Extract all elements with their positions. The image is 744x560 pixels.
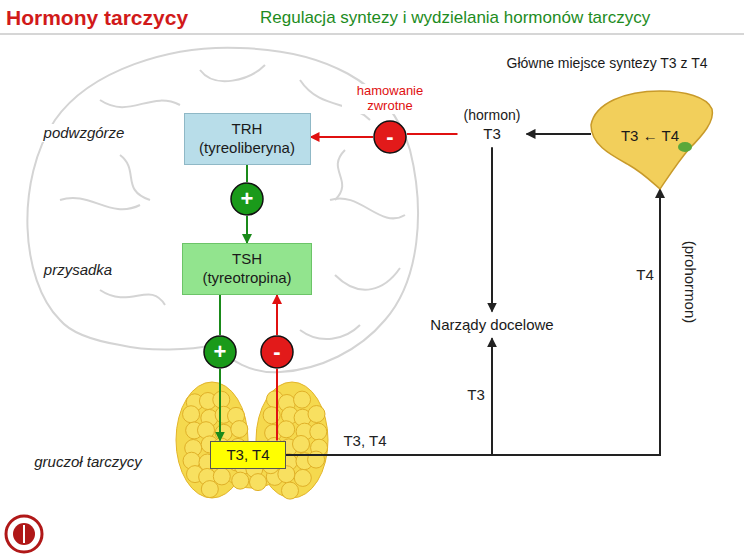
brain-gyrus	[330, 198, 405, 218]
thyroid-follicle	[308, 406, 325, 423]
gallbladder	[678, 142, 692, 152]
node-text: T3	[463, 125, 522, 144]
hormone-label: (hormon)T3	[458, 103, 527, 147]
node-text: TSH (tyreotropina)	[188, 250, 306, 288]
thyroid-follicle	[281, 482, 298, 499]
flow-label: (prohormon)	[681, 239, 699, 326]
university-logo	[6, 516, 42, 552]
connector-arrow	[527, 133, 592, 135]
connector-arrow	[276, 369, 278, 441]
connector-arrow	[219, 295, 221, 335]
connector-arrow	[407, 133, 458, 135]
circle-shape	[261, 336, 293, 368]
node-text: TRH (tyreoliberyna)	[190, 120, 305, 158]
connector-arrow	[311, 136, 374, 138]
thyroid-gland	[176, 382, 328, 499]
thyroid-follicle	[278, 421, 295, 438]
hormone-box: TRH (tyreoliberyna)	[184, 113, 311, 165]
region-label: podwzgórze	[42, 124, 127, 142]
brain-gyrus	[335, 150, 345, 200]
thyroid-follicle	[294, 391, 311, 408]
logo-ring	[6, 516, 42, 552]
thyroid-follicle	[232, 472, 249, 489]
thyroid-follicle	[213, 391, 230, 408]
flow-label: T3, T4	[341, 432, 388, 450]
node-text: Narządy docelowe	[430, 316, 555, 335]
logo-core	[13, 523, 35, 545]
thyroid-follicle	[308, 451, 325, 468]
connector-arrow	[286, 338, 492, 455]
node-text: T3, T4	[216, 446, 280, 465]
hormone-box: TSH (tyreotropina)	[182, 243, 312, 295]
circle-shape	[204, 336, 236, 368]
node-text: (hormon)	[463, 107, 522, 125]
target-organs: Narządy docelowe	[425, 312, 560, 339]
thyroid-follicle	[294, 469, 311, 486]
connector-arrow	[246, 216, 248, 243]
liver-shape	[591, 91, 712, 189]
node-text: T3 ← T4	[621, 127, 679, 144]
logo-rod	[23, 525, 25, 543]
edge-label: T3	[465, 386, 487, 404]
sign-symbol: -	[273, 341, 280, 363]
subtitle: Regulacja syntezy i wydzielania hormonów…	[258, 8, 652, 28]
circle-shape	[231, 183, 263, 215]
connector-arrow	[491, 147, 493, 311]
region-label: przysadka	[42, 261, 114, 279]
sign-symbol: +	[214, 341, 227, 363]
circle-shape	[374, 121, 406, 153]
region-label: gruczoł tarczycy	[32, 453, 144, 471]
thyroid-follicle	[310, 423, 327, 440]
brain-gyrus	[120, 155, 150, 200]
brain-gyrus	[200, 65, 265, 81]
edge-label: T4	[634, 266, 656, 284]
connector-arrow	[219, 369, 221, 441]
sign-symbol: -	[386, 126, 393, 148]
title-rule	[0, 33, 744, 35]
thyroid-follicle	[201, 481, 218, 498]
thyroid-follicle	[293, 436, 310, 453]
brain-gyrus	[300, 325, 360, 339]
thyroid-follicle	[183, 406, 200, 423]
brain-gyrus	[100, 100, 180, 107]
brain-gyrus	[60, 198, 140, 209]
connector-arrow	[276, 295, 278, 335]
organ-heading: Główne miejsce syntezy T3 z T4	[506, 55, 707, 71]
page-title: Hormony tarczycy	[6, 5, 188, 30]
feedback-note: hamowanie zwrotne	[342, 84, 438, 114]
inhibition-circle: -	[373, 120, 407, 154]
inhibition-circle: -	[260, 335, 294, 369]
thyroid-follicle	[249, 474, 266, 491]
sign-symbol: +	[241, 188, 254, 210]
stimulation-circle: +	[230, 182, 264, 216]
connector-arrow	[286, 189, 660, 455]
brain-gyrus	[335, 268, 400, 290]
brain-gyrus	[100, 290, 165, 305]
thyroid-follicle	[213, 468, 230, 485]
hormone-box: T3, T4	[210, 441, 286, 470]
thyroid-follicle	[231, 421, 248, 438]
stimulation-circle: +	[203, 335, 237, 369]
liver: Główne miejsce syntezy T3 z T4T3 ← T4	[585, 85, 715, 195]
connector-arrow	[246, 165, 248, 182]
